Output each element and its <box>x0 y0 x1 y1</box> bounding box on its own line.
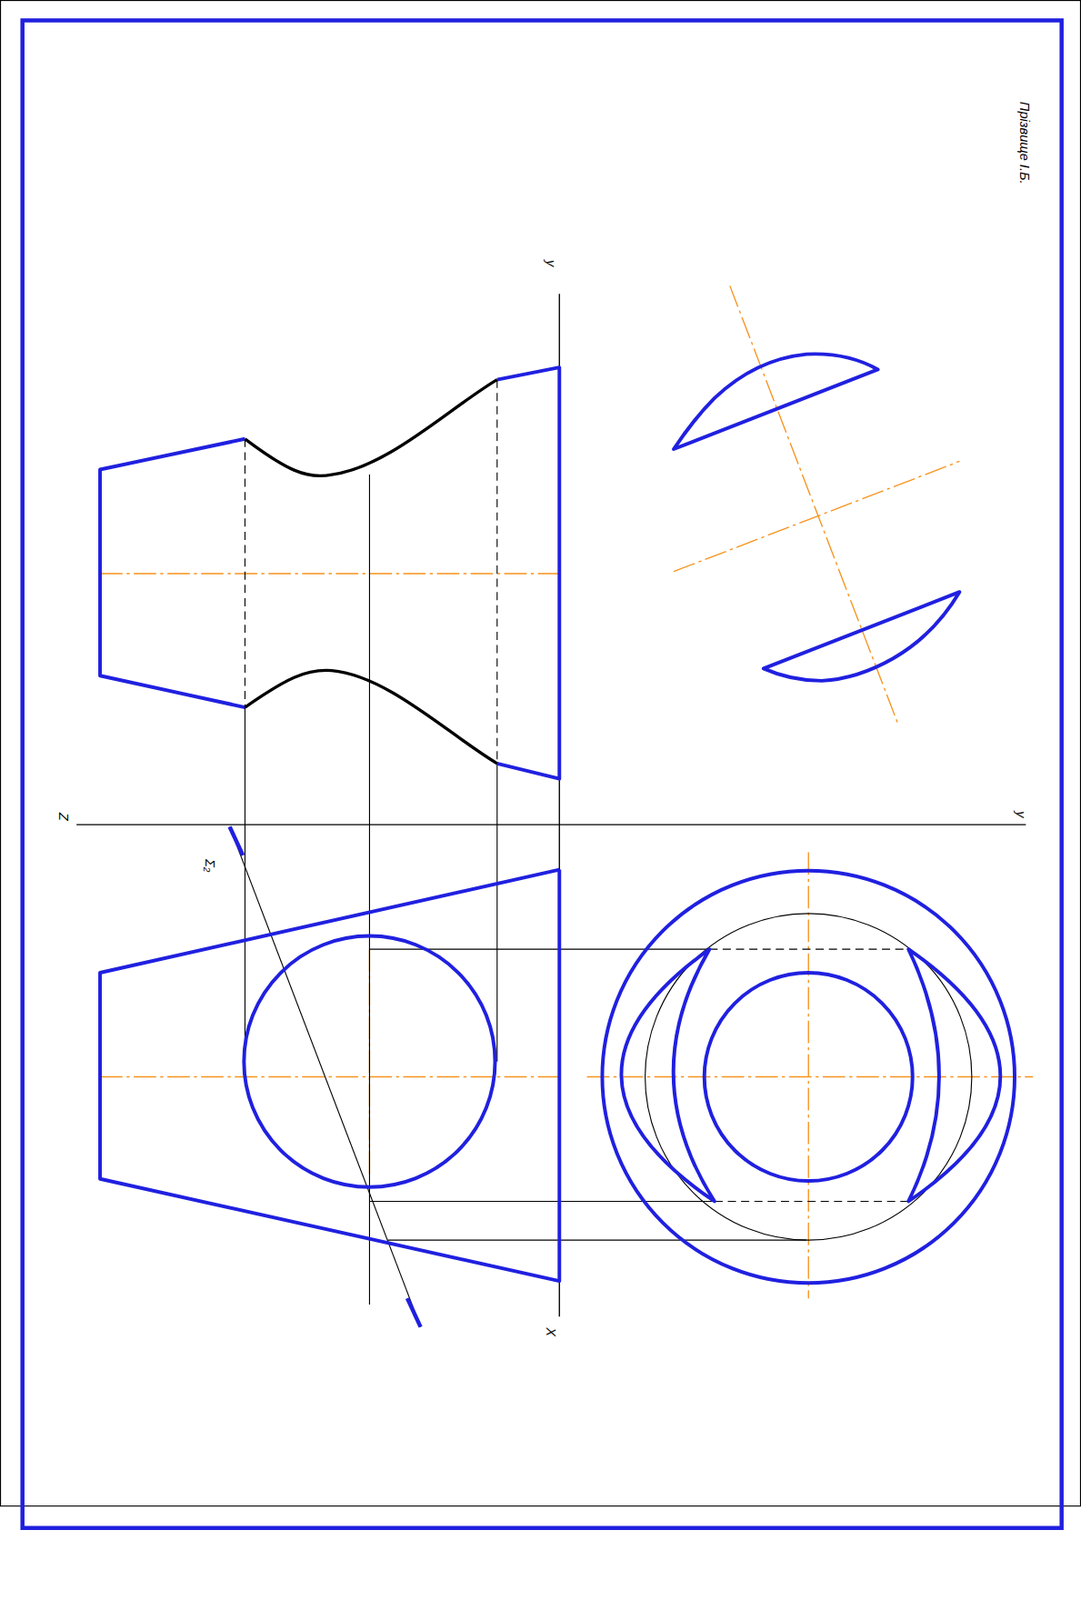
plane-label: Σ₂ <box>203 859 218 872</box>
axis-label: y <box>544 260 559 267</box>
axis-label: X <box>544 1327 559 1337</box>
axis-label: Z <box>56 812 71 821</box>
axis-label: y <box>1013 810 1028 818</box>
author-name: Прізвище І.Б. <box>1018 101 1032 185</box>
